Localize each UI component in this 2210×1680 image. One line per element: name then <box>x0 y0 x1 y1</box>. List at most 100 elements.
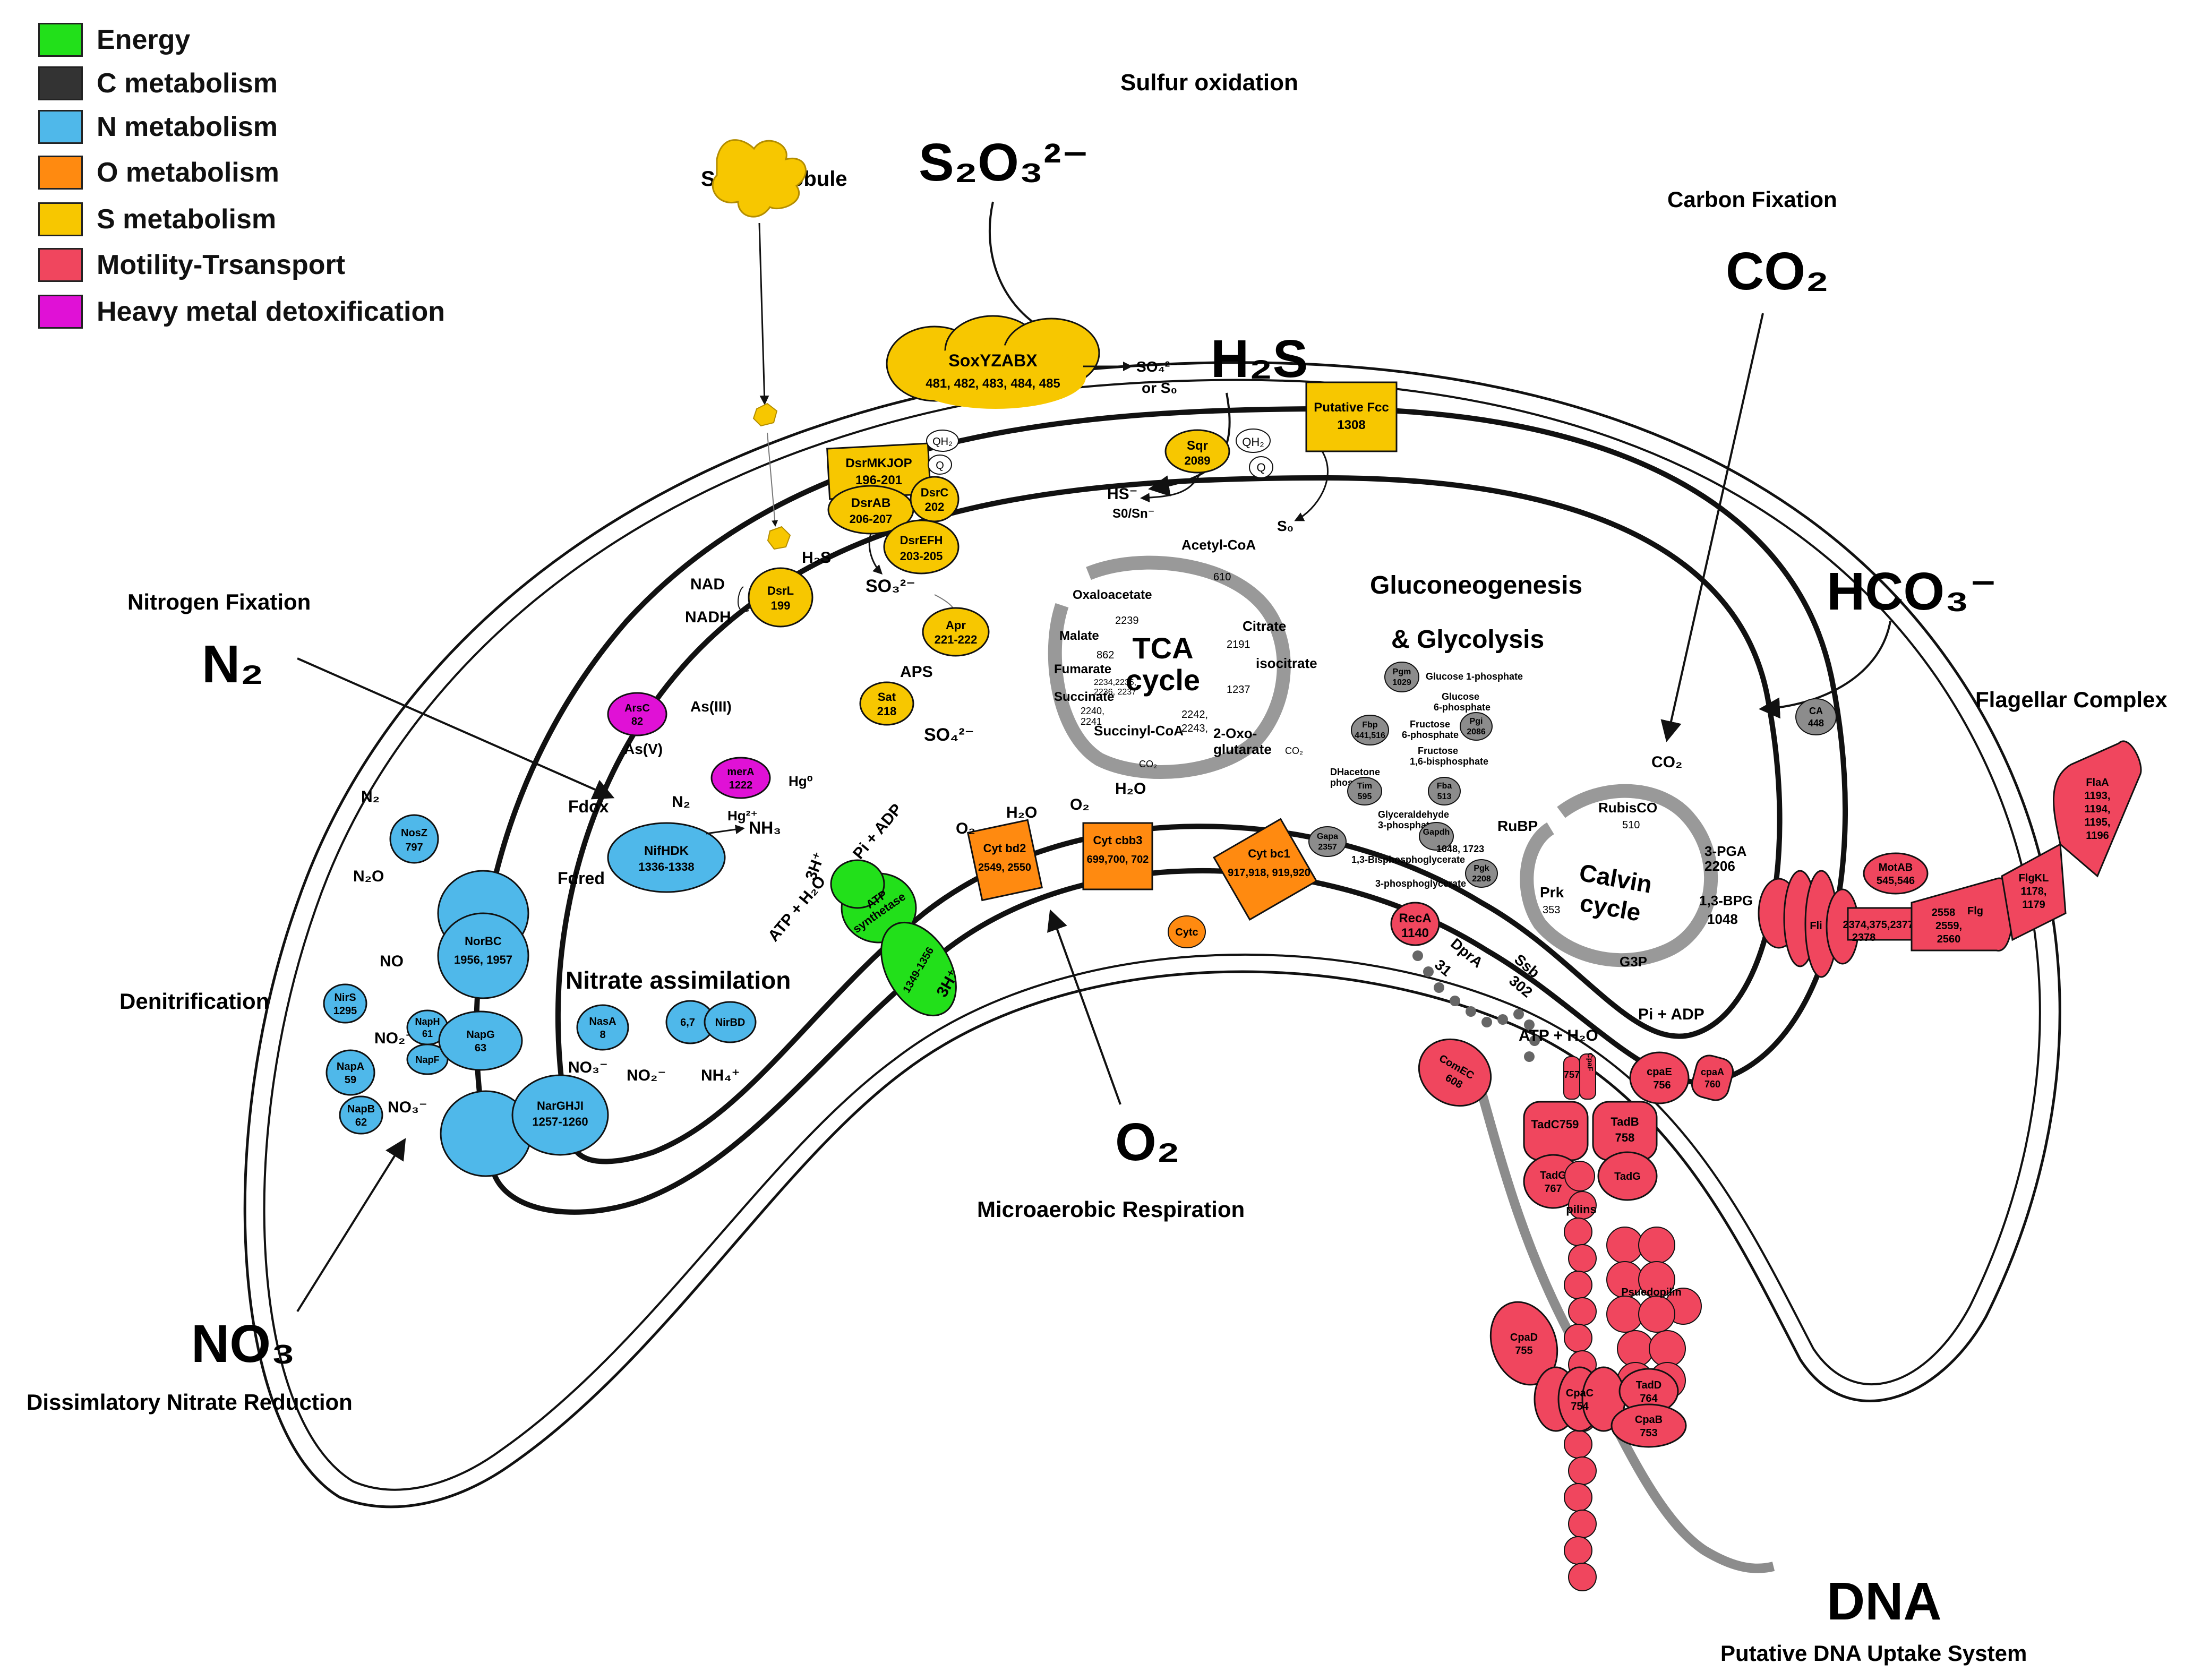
nasa-complex <box>576 1004 629 1051</box>
glycolysis-module: Pgm 1029 Glucose 1-phosphate Glucose 6-p… <box>1308 662 1523 889</box>
label-3pga-id: 2206 <box>1704 858 1735 874</box>
title-dissimilatory: Dissimlatory Nitrate Reduction <box>27 1390 353 1415</box>
label-prk-id: 353 <box>1543 904 1560 916</box>
cpad-name: CpaD <box>1510 1332 1538 1343</box>
molecule-hco3: HCO₃⁻ <box>1827 562 1997 621</box>
nosz-name: NosZ <box>401 827 427 839</box>
legend-swatch-n-metabolism <box>38 110 83 144</box>
tadg-a-id: 767 <box>1544 1183 1562 1195</box>
q-dsr <box>928 455 952 475</box>
tadg-b-name: TadG <box>1614 1171 1641 1182</box>
label-so4-or-s0-1: SO₄²⁻ <box>1136 358 1178 375</box>
gapdh-id: 1048, 1723 <box>1436 844 1484 854</box>
calvin-module: CO₂ CA 448 RubisCO 510 RuBP 3-PGA 2206 P… <box>1497 698 1837 970</box>
flaa-id-4: 1196 <box>2086 830 2109 842</box>
label-3h-a: 3H⁺ <box>802 850 829 882</box>
title-denitrification: Denitrification <box>119 989 269 1014</box>
narghji-complex <box>511 1074 609 1156</box>
tim-id: 595 <box>1358 792 1372 801</box>
tca-title-1: TCA <box>1132 631 1193 665</box>
tadd-name: TadD <box>1636 1379 1662 1391</box>
ca-enzyme <box>1795 698 1837 735</box>
sat-name: Sat <box>878 690 896 704</box>
label-g6p-2: 6-phosphate <box>1434 702 1491 713</box>
dna-beads <box>1412 950 1540 1062</box>
label-no: NO <box>380 953 404 970</box>
legend-label: Motility-Trsansport <box>97 250 346 280</box>
metal-module: ArsC 82 As(V) As(III) merA 1222 Hg²⁺ Hg⁰ <box>607 692 813 824</box>
napf-name: NapF <box>416 1055 440 1065</box>
pgi-id: 2086 <box>1467 727 1486 736</box>
label-2240: 2240, <box>1081 706 1104 716</box>
pgm-name: Pgm <box>1393 667 1411 676</box>
cyt-bd2-complex <box>966 819 1043 902</box>
soxyzabx-complex: SoxYZABX 481, 482, 483, 484, 485 <box>886 315 1100 409</box>
napa-name: NapA <box>337 1061 364 1073</box>
flagellar-filament-lower <box>2001 843 2067 941</box>
label-co2-tca-b: CO₂ <box>1285 745 1303 756</box>
cytc-complex <box>1168 915 1206 948</box>
label-fumarate: Fumarate <box>1054 662 1111 676</box>
label-s0-fcc: S₀ <box>1277 518 1294 534</box>
label-nad: NAD <box>690 576 725 593</box>
label-h2o-a: H₂O <box>1006 804 1037 821</box>
apr-name: Apr <box>946 619 966 632</box>
label-pg3: 3-phosphoglycerate <box>1375 878 1466 889</box>
cyt-bd2-name: Cyt bd2 <box>983 842 1026 855</box>
title-dna-uptake: Putative DNA Uptake System <box>1720 1641 2027 1666</box>
label-asiii: As(III) <box>690 698 732 715</box>
cpae-complex <box>1629 1051 1690 1104</box>
cpad-id: 755 <box>1515 1345 1532 1357</box>
tadc-complex <box>1523 1101 1589 1161</box>
molecule-no3: NO₃ <box>191 1314 295 1374</box>
dsrl-id: 199 <box>771 599 791 612</box>
dsrefh-name: DsrEFH <box>900 534 943 547</box>
arrow-no3-in <box>296 1138 406 1313</box>
naph-name: NapH <box>415 1016 440 1027</box>
reca-id: 1140 <box>1401 926 1429 940</box>
atp-synthetase-head-2 <box>830 859 885 909</box>
napb-id: 62 <box>355 1117 367 1128</box>
narghji-name: NarGHJI <box>537 1099 584 1112</box>
apr-id: 221-222 <box>935 633 978 646</box>
title-sulfur-oxidation: Sulfur oxidation <box>1120 70 1298 96</box>
title-nitrogen-fixation: Nitrogen Fixation <box>127 589 311 614</box>
label-2236: 2236, 2237 <box>1094 688 1136 697</box>
title-glycolysis: & Glycolysis <box>1391 625 1544 654</box>
cyt-cbb3-complex <box>1082 822 1153 890</box>
flagellar-hook <box>1911 877 2014 952</box>
flaa-id: 1193, <box>2085 790 2111 802</box>
fbp-id: 441,516 <box>1355 731 1385 740</box>
label-acetyl-coa: Acetyl-CoA <box>1181 537 1256 553</box>
label-13bpg: 1,3-BPG <box>1699 893 1753 908</box>
dsrab-name: DsrAB <box>851 496 891 510</box>
fcc-id: 1308 <box>1337 418 1365 432</box>
nasa-name: NasA <box>589 1016 616 1027</box>
fba-enzyme <box>1428 777 1461 805</box>
flaa-id-3: 1195, <box>2085 817 2111 828</box>
label-nh3: NH₃ <box>749 818 781 837</box>
norbc-id: 1956, 1957 <box>454 953 512 966</box>
legend-item-c-metabolism: C metabolism <box>38 65 278 102</box>
label-3pga: 3-PGA <box>1704 843 1747 859</box>
label-asv: As(V) <box>624 741 663 757</box>
legend-label: O metabolism <box>97 157 279 188</box>
label-hs: HS⁻ <box>1107 485 1138 503</box>
dsrab-id: 206-207 <box>850 512 893 526</box>
label-co2-tca-a: CO₂ <box>1139 759 1157 769</box>
label-h2o-b: H₂O <box>1115 780 1146 798</box>
tadd-id: 764 <box>1640 1393 1658 1404</box>
label-prk: Prk <box>1540 884 1564 901</box>
tadg-complex-b <box>1597 1151 1658 1201</box>
molecule-dna: DNA <box>1827 1572 1942 1631</box>
legend-swatch-o-metabolism <box>38 156 83 190</box>
label-isocitrate: isocitrate <box>1256 655 1317 671</box>
tca-module: TCA cycle Acetyl-CoA Oxaloacetate Citrat… <box>1048 537 1317 779</box>
dsrc-complex <box>910 476 960 522</box>
sat-complex <box>859 681 914 726</box>
label-g1p: Glucose 1-phosphate <box>1426 671 1523 682</box>
sox-ids: 481, 482, 483, 484, 485 <box>926 376 1060 391</box>
napa-id: 59 <box>345 1074 356 1086</box>
label-862: 862 <box>1097 649 1114 661</box>
label-fdred: Fdred <box>558 869 605 888</box>
